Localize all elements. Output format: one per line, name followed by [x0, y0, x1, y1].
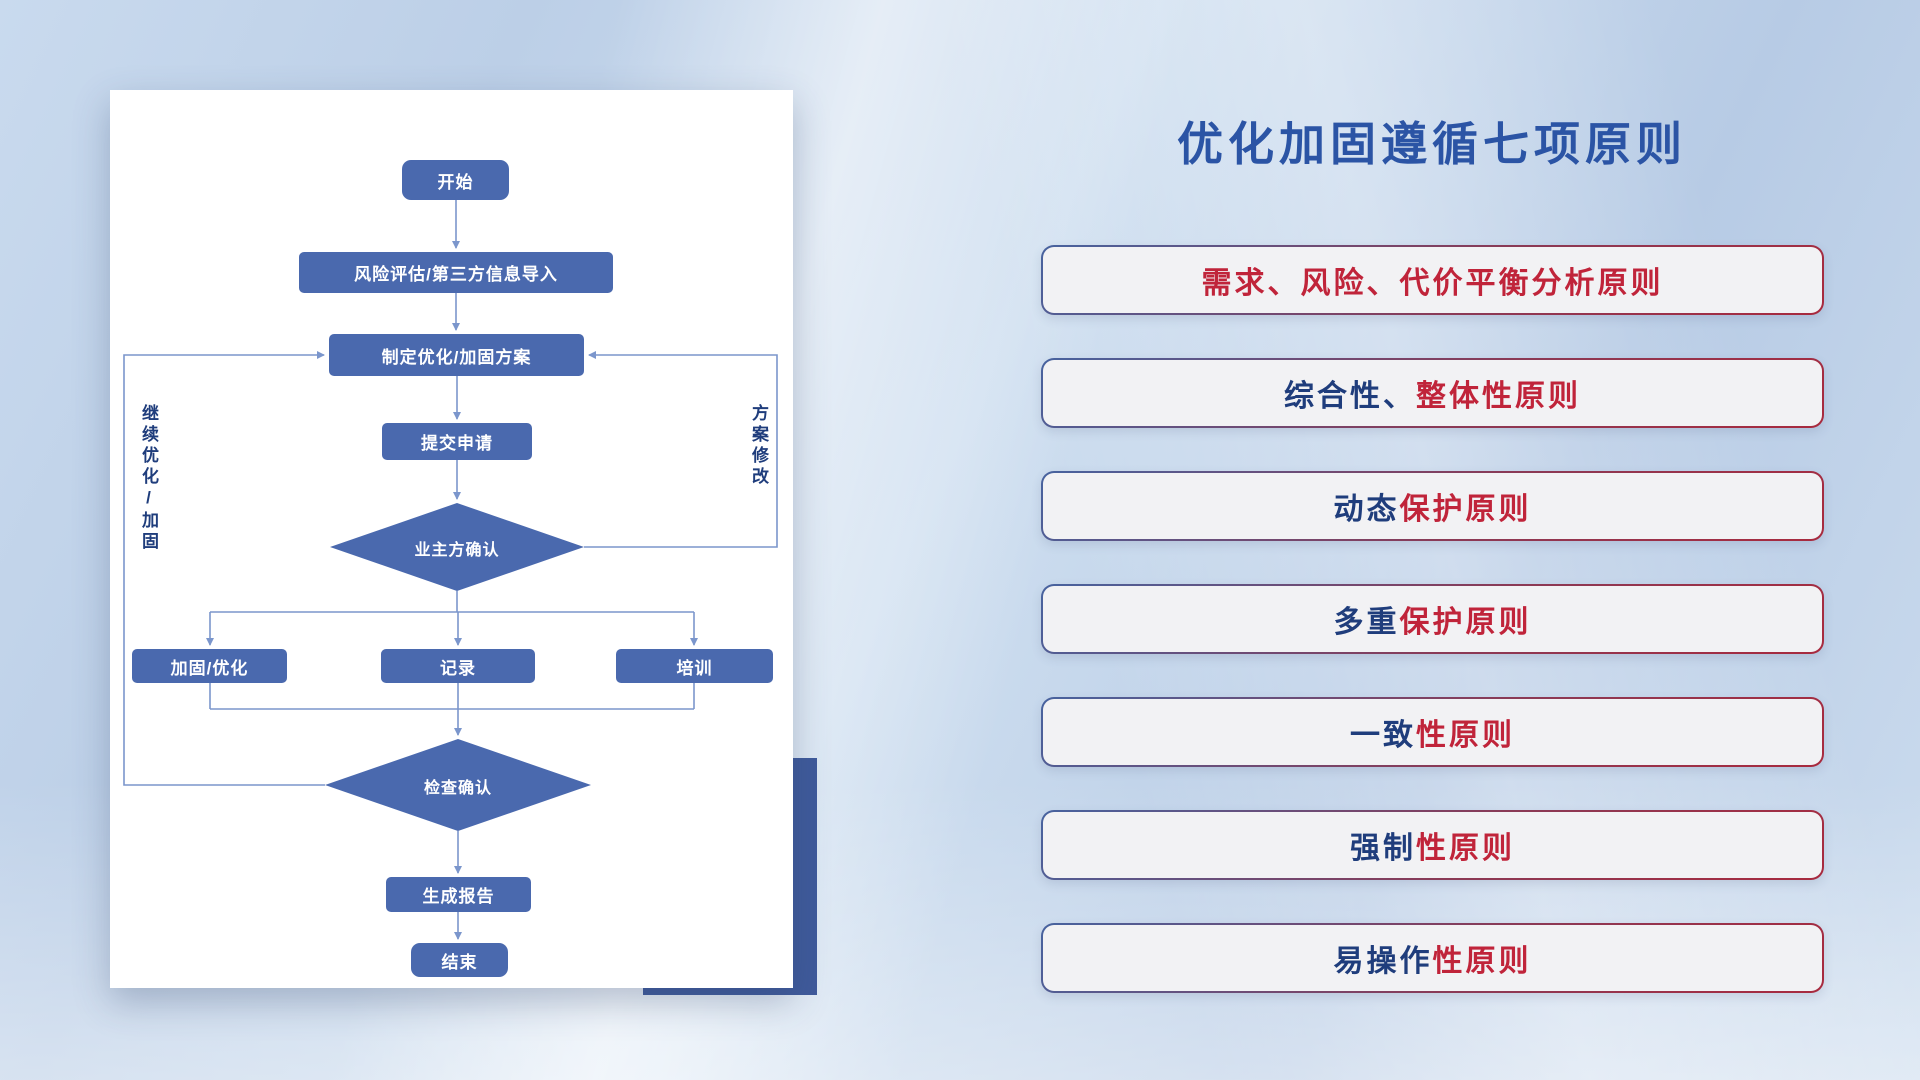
flow-node-owner-confirm: 业主方确认: [414, 542, 500, 559]
principle-text: 动态保护原则: [1043, 473, 1822, 539]
principle-text-segment: 动态: [1333, 493, 1400, 526]
flow-node-training: 培训: [616, 649, 773, 683]
principle-pill: 动态保护原则: [1041, 471, 1824, 541]
flow-node-reinforce: 加固/优化: [132, 649, 287, 683]
principle-pill: 强制性原则: [1041, 810, 1824, 880]
principle-text-segment: 强制: [1350, 832, 1416, 865]
principle-text-segment: 综合性、: [1284, 380, 1416, 413]
principle-text: 需求、风险、代价平衡分析原则: [1043, 247, 1822, 313]
loop-label-plan-modify: 方案修改: [749, 404, 768, 488]
flow-node-record: 记录: [381, 649, 535, 683]
principle-text-segment: 性原则: [1416, 832, 1515, 865]
flow-node-risk-import: 风险评估/第三方信息导入: [299, 252, 613, 293]
principle-pill: 一致性原则: [1041, 697, 1824, 767]
principle-text-segment: 需求、风险、代价平衡分析原则: [1201, 267, 1664, 300]
principle-text-segment: 保护原则: [1399, 493, 1532, 526]
flowchart-card: 开始 风险评估/第三方信息导入 制定优化/加固方案 提交申请 业主方确认 加固/…: [110, 90, 793, 988]
principle-text-segment: 整体性原则: [1416, 380, 1581, 413]
flow-node-make-plan: 制定优化/加固方案: [329, 334, 584, 376]
principle-text-segment: 易操作: [1333, 945, 1433, 978]
principle-pill: 易操作性原则: [1041, 923, 1824, 993]
principle-text-segment: 一致: [1350, 719, 1416, 752]
principle-text-segment: 保护原则: [1399, 606, 1532, 639]
principle-text: 多重保护原则: [1043, 586, 1822, 652]
principle-text-segment: 性原则: [1432, 945, 1532, 978]
principle-text: 易操作性原则: [1043, 925, 1822, 991]
principle-text-segment: 性原则: [1416, 719, 1515, 752]
principle-text: 强制性原则: [1043, 812, 1822, 878]
flow-node-start: 开始: [402, 160, 509, 200]
principle-text: 一致性原则: [1043, 699, 1822, 765]
principles-panel: 优化加固遵循七项原则 需求、风险、代价平衡分析原则综合性、整体性原则动态保护原则…: [1040, 0, 1824, 1080]
principles-list: 需求、风险、代价平衡分析原则综合性、整体性原则动态保护原则多重保护原则一致性原则…: [1041, 245, 1824, 993]
principle-pill: 需求、风险、代价平衡分析原则: [1041, 245, 1824, 315]
loop-label-continue-optimize: 继续优化/加固: [139, 404, 158, 553]
principle-text: 综合性、整体性原则: [1043, 360, 1822, 426]
flow-node-check-confirm: 检查确认: [423, 780, 492, 797]
principle-text-segment: 多重: [1333, 606, 1400, 639]
principle-pill: 综合性、整体性原则: [1041, 358, 1824, 428]
flow-node-submit: 提交申请: [382, 423, 532, 460]
page-title: 优化加固遵循七项原则: [1177, 118, 1687, 170]
flowchart: 开始 风险评估/第三方信息导入 制定优化/加固方案 提交申请 业主方确认 加固/…: [110, 90, 793, 988]
flow-node-report: 生成报告: [386, 877, 531, 912]
flow-node-end: 结束: [411, 943, 508, 977]
principle-pill: 多重保护原则: [1041, 584, 1824, 654]
